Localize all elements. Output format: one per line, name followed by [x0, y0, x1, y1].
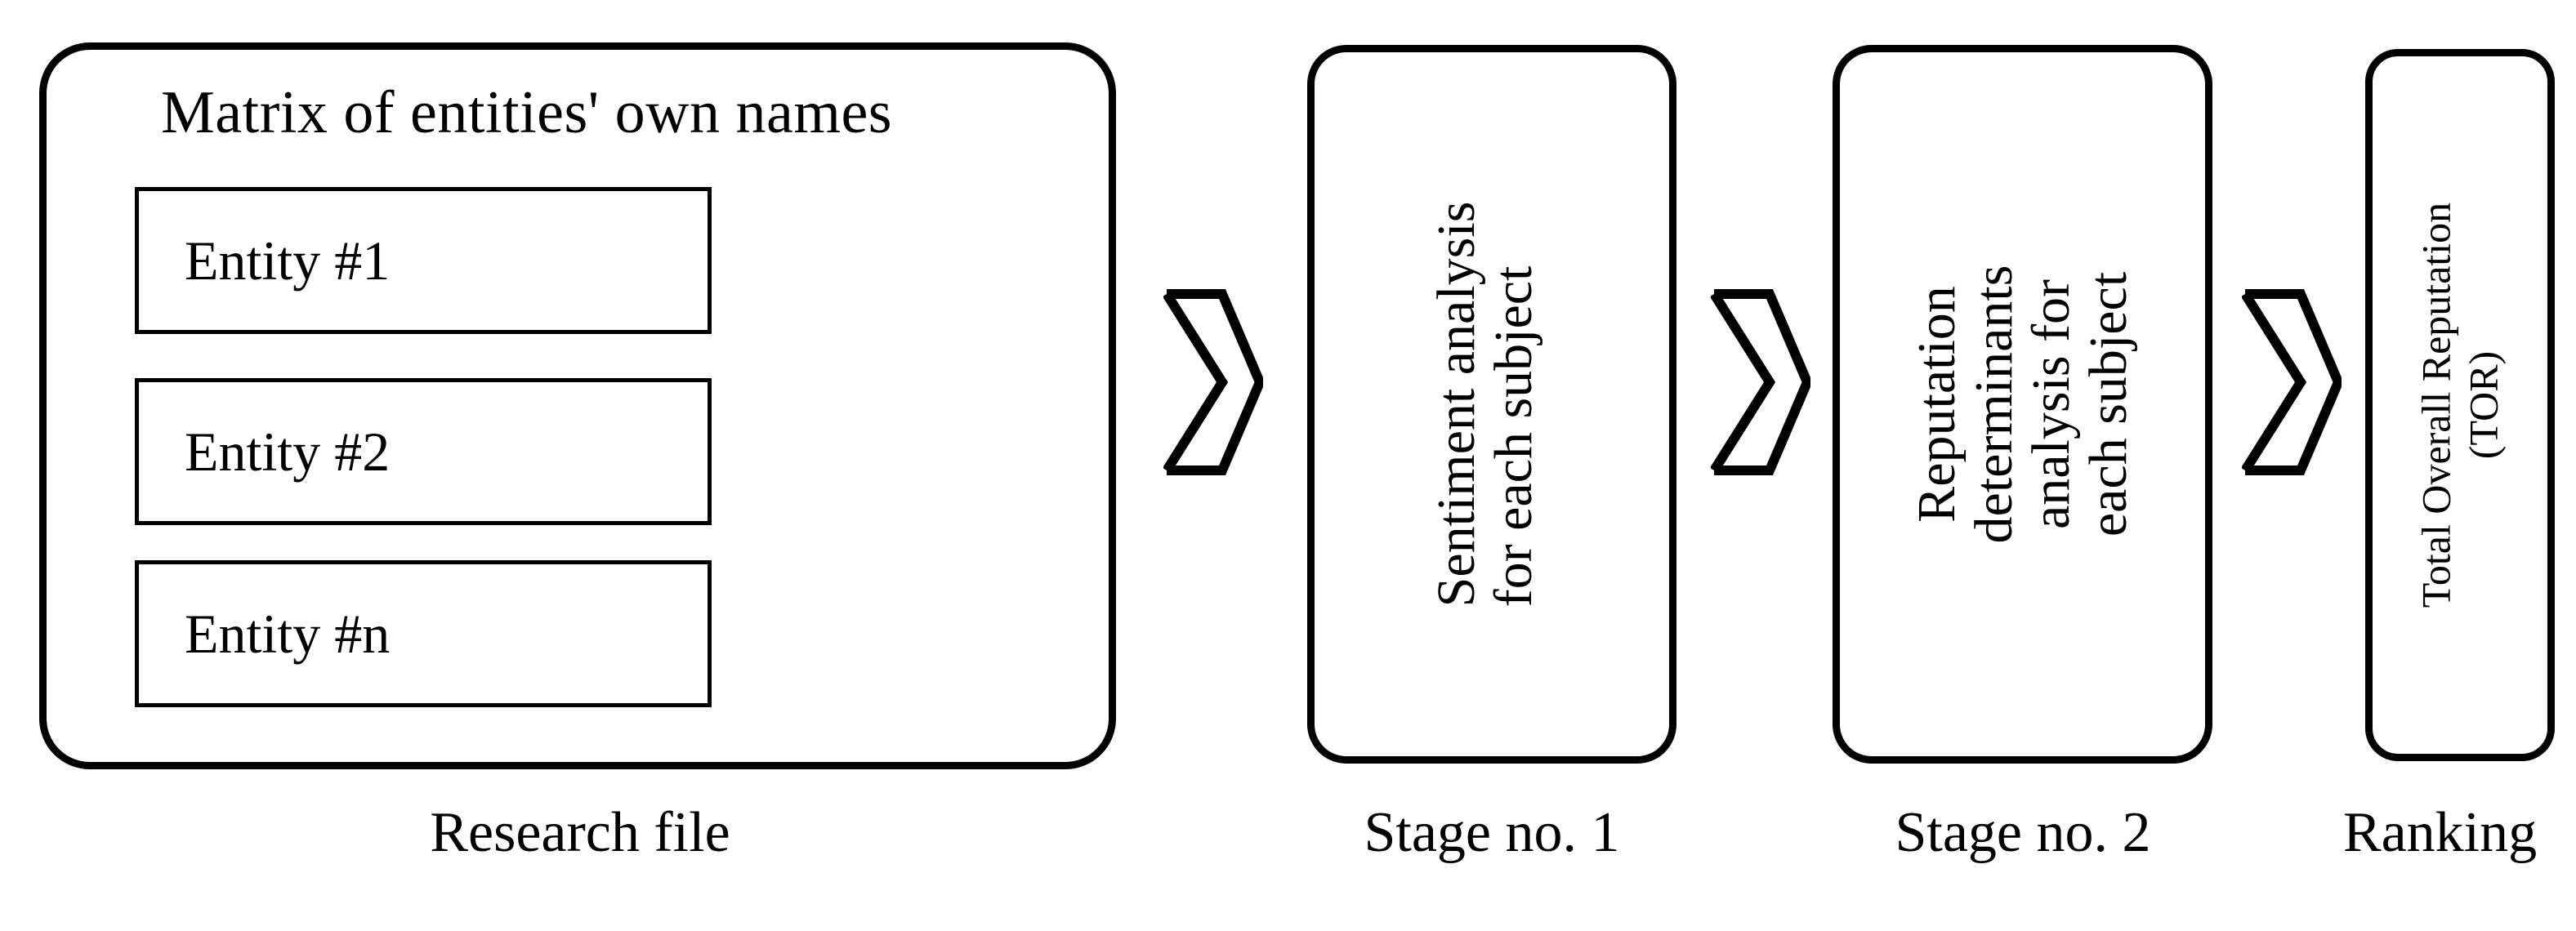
stage2-text-line-1: Reputation [1906, 286, 1967, 523]
caption-stage1: Stage no. 1 [1364, 801, 1620, 864]
stage2-text-line-3: analysis for [2020, 278, 2081, 530]
stage2-text-line-4: each subject [2078, 271, 2138, 537]
ranking-box: Total Overall Reputation (TOR) [2365, 49, 2555, 761]
stage1-text-line-1: Sentiment analysis [1426, 201, 1487, 608]
entity-label-3: Entity #n [185, 603, 391, 665]
entity-label-2: Entity #2 [185, 421, 391, 483]
stage1-text-line-2: for each subject [1484, 265, 1543, 608]
chevron-right-icon-2 [1711, 287, 1810, 477]
ranking-text: Total Overall Reputation (TOR) [2413, 203, 2507, 608]
chevron-right-icon-3 [2242, 287, 2342, 477]
entity-box-2: Entity #2 [135, 378, 712, 525]
research-file-container: Matrix of entities' own names Entity #1 … [39, 42, 1116, 769]
chevron-right-icon-1 [1163, 287, 1263, 477]
entity-label-1: Entity #1 [185, 229, 391, 292]
stage1-text: Sentiment analysis for each subject [1426, 201, 1543, 608]
entity-box-1: Entity #1 [135, 187, 712, 334]
stage2-box: Reputation determinants analysis for eac… [1833, 45, 2212, 764]
stage2-text: Reputation determinants analysis for eac… [1906, 265, 2138, 544]
stage2-text-line-2: determinants [1963, 265, 2024, 544]
ranking-text-line-2: (TOR) [2460, 350, 2506, 460]
caption-ranking: Ranking [2342, 801, 2538, 864]
matrix-title: Matrix of entities' own names [161, 79, 893, 146]
caption-research-file: Research file [430, 801, 730, 864]
entity-box-3: Entity #n [135, 560, 712, 707]
stage1-box: Sentiment analysis for each subject [1307, 45, 1676, 764]
caption-stage2: Stage no. 2 [1895, 801, 2151, 864]
ranking-text-line-1: Total Overall Reputation [2413, 202, 2459, 608]
